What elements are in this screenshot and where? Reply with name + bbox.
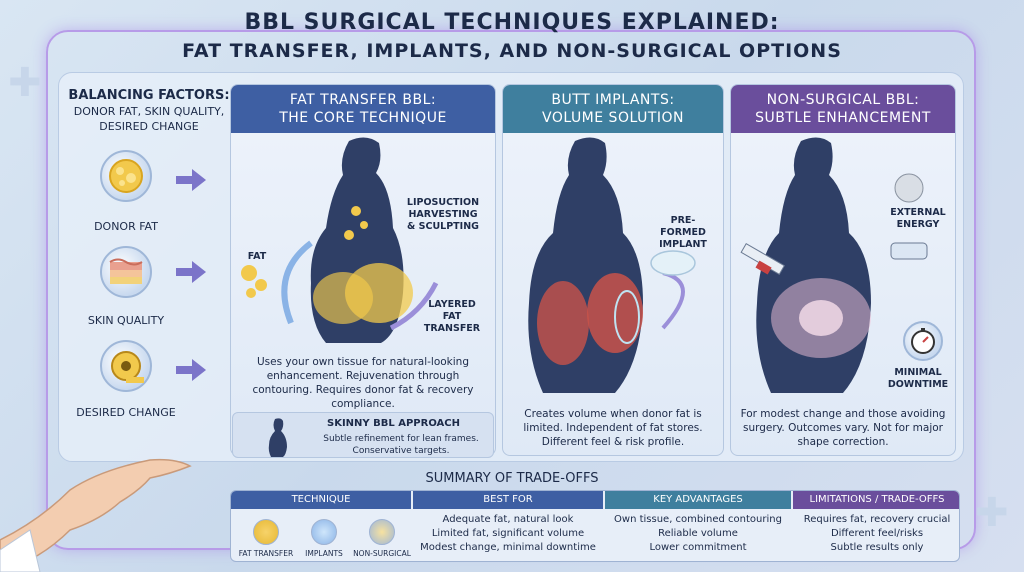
table-cell: Subtle results only [830,542,924,553]
implant-callout: PRE-FORMED IMPLANT [659,215,707,250]
page-subtitle: FAT TRANSFER, IMPLANTS, AND NON-SURGICAL… [182,40,842,62]
heading-line: BUTT IMPLANTS: [551,92,675,108]
body-figure-icon [740,137,928,393]
summary-title: SUMMARY OF TRADE-OFFS [425,471,599,486]
arrow-icon [176,176,192,184]
plus-icon: ✚ [8,60,42,106]
heading-line: VOLUME SOLUTION [541,110,684,126]
fat-transfer-heading: FAT TRANSFER BBL: THE CORE TECHNIQUE [231,85,495,133]
heading-line: NON-SURGICAL BBL: [766,92,920,108]
device-icon [369,519,395,545]
table-header: BEST FOR [413,491,603,509]
factor-label: DESIRED CHANGE [76,406,176,419]
arrow-icon [192,261,206,283]
table-cell: Reliable volume [658,528,738,539]
table-cell: Requires fat, recovery crucial [803,514,951,525]
skinny-title: SKINNY BBL APPROACH [327,418,461,429]
non-surgical-heading: NON-SURGICAL BBL: SUBTLE ENHANCEMENT [731,85,955,133]
arrow-icon [176,268,192,276]
implants-description: Creates volume when donor fat is limited… [523,408,703,448]
technique-label: FAT TRANSFER [238,549,294,558]
advantages-cell: Own tissue, combined contouring Reliable… [605,513,791,555]
external-energy-callout: EXTERNAL ENERGY [890,207,946,230]
factors-title: BALANCING FACTORS: [68,88,230,103]
implants-column: BUTT IMPLANTS: VOLUME SOLUTION PRE-FORME… [502,84,724,456]
technique-label: NON-SURGICAL [353,549,411,558]
plus-icon: ✚ [975,490,1009,536]
slim-figure-icon [268,418,287,457]
table-cell: Lower commitment [649,542,747,553]
non-surgical-column: NON-SURGICAL BBL: SUBTLE ENHANCEMENT EXT… [730,84,956,456]
factors-subtitle: DONOR FAT, SKIN QUALITY, DESIRED CHANGE [73,105,225,133]
fat-transfer-description: Uses your own tissue for natural-looking… [252,356,474,410]
implants-heading: BUTT IMPLANTS: VOLUME SOLUTION [503,85,723,133]
hand-icon [0,458,192,572]
table-cell: Adequate fat, natural look [442,514,574,525]
table-header: TECHNIQUE [231,491,411,509]
stopwatch-icon [903,321,943,361]
arrow-icon [192,359,206,381]
layered-fat-callout: LAYERED FAT TRANSFER [423,299,481,334]
skinny-subtitle: Subtle refinement for lean frames. Conse… [323,434,479,456]
liposuction-callout: LIPOSUCTION HARVESTING & SCULPTING [406,197,480,232]
table-cell: Own tissue, combined contouring [614,514,782,525]
limitations-cell: Requires fat, recovery crucial Different… [793,513,959,555]
page-title: BBL SURGICAL TECHNIQUES EXPLAINED: [244,10,780,35]
summary-table: TECHNIQUE BEST FOR KEY ADVANTAGES LIMITA… [230,490,960,562]
skin-layers-icon [100,246,152,298]
factor-label: SKIN QUALITY [87,314,165,327]
arrow-icon [176,366,192,374]
table-cell: Limited fat, significant volume [431,528,585,539]
arrow-icon [192,169,206,191]
heading-line: FAT TRANSFER BBL: [289,92,437,108]
fat-cell-icon [100,150,152,202]
fat-callout: FAT [247,251,267,262]
heading-line: SUBTLE ENHANCEMENT [755,110,931,126]
table-header: KEY ADVANTAGES [605,491,791,509]
technique-label: IMPLANTS [305,549,343,558]
measuring-tape-icon [100,340,152,392]
table-cell: Different feel/risks [830,528,924,539]
body-figure-icon [241,137,439,343]
fat-transfer-column: FAT TRANSFER BBL: THE CORE TECHNIQUE LIP… [230,84,496,456]
table-cell: Modest change, minimal downtime [420,542,596,553]
factor-label: DONOR FAT [94,220,158,233]
minimal-downtime-callout: MINIMAL DOWNTIME [887,367,949,390]
heading-line: THE CORE TECHNIQUE [279,110,447,126]
body-figure-icon [528,137,696,393]
non-surgical-description: For modest change and those avoiding sur… [740,408,946,448]
best-for-cell: Adequate fat, natural look Limited fat, … [413,513,603,555]
implant-icon [311,519,337,545]
table-header: LIMITATIONS / TRADE-OFFS [793,491,959,509]
fat-cell-icon [253,519,279,545]
skinny-bbl-box: SKINNY BBL APPROACH Subtle refinement fo… [232,412,494,458]
